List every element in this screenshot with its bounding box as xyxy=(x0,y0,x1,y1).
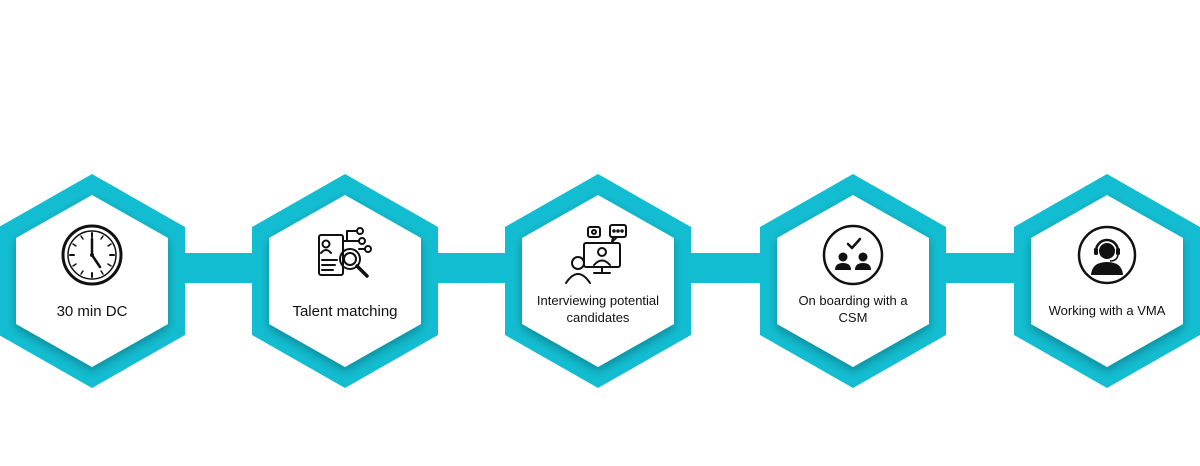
profile-search-icon xyxy=(318,227,372,278)
support-agent-icon xyxy=(1077,225,1137,285)
step-1-hexagon xyxy=(0,174,185,388)
step-2-hexagon xyxy=(252,174,438,388)
clock-icon xyxy=(61,224,123,286)
step-4-label: On boarding with a CSM xyxy=(798,293,908,325)
step-2-label: Talent matching xyxy=(292,303,398,320)
step-3-hexagon xyxy=(505,174,691,388)
step-5-hexagon xyxy=(1014,174,1200,388)
video-interview-icon xyxy=(565,224,627,284)
step-4-hexagon xyxy=(760,174,946,388)
step-5-label: Working with a VMA xyxy=(1048,303,1166,318)
step-1-label: 30 min DC xyxy=(56,303,128,320)
team-check-icon xyxy=(822,224,884,286)
step-3-label: Interviewing potential candidates xyxy=(536,293,660,325)
